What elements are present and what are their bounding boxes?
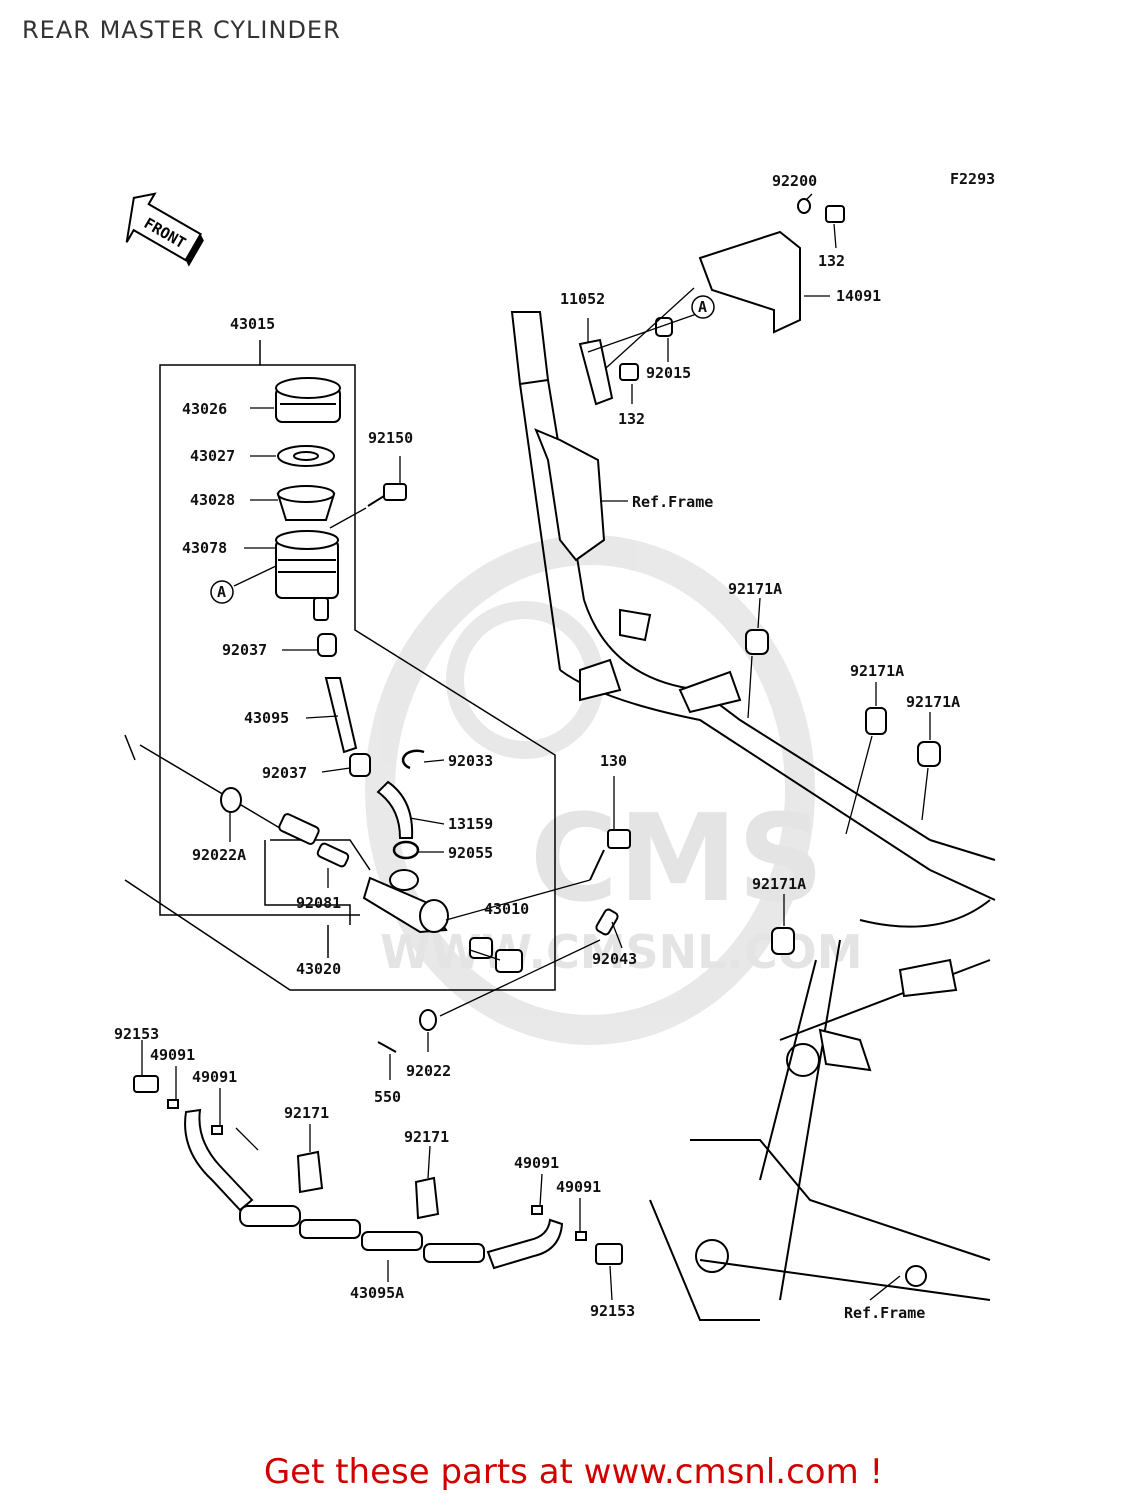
part-label: 49091: [556, 1178, 601, 1196]
page-title: REAR MASTER CYLINDER: [22, 16, 341, 44]
part-label: 43026: [182, 400, 227, 418]
bolt: [825, 205, 845, 223]
part-label: 43078: [182, 539, 227, 557]
clamp: [296, 629, 941, 1220]
part-label: 92022: [406, 1062, 451, 1080]
bolt: [589, 829, 631, 881]
part-label: 132: [618, 410, 645, 428]
part-label: 11052: [560, 290, 605, 308]
part-label: 43015: [230, 315, 275, 333]
o-ring: [392, 840, 420, 860]
callout-a-icon: A: [210, 580, 234, 604]
crush-washer: [167, 1099, 587, 1241]
part-label: 43020: [296, 960, 341, 978]
cover: [698, 230, 801, 334]
part-label: 92081: [296, 894, 341, 912]
part-label: 92171A: [850, 662, 904, 680]
part-label: 92043: [592, 950, 637, 968]
footer-link[interactable]: Get these parts at www.cmsnl.com !: [263, 1452, 884, 1492]
part-label: 92171: [284, 1104, 329, 1122]
diaphragm-plate: [277, 445, 335, 467]
bolt: [367, 483, 407, 507]
hose-clamp: [317, 633, 337, 657]
part-label: 43095: [244, 709, 289, 727]
reservoir-cap: [275, 377, 341, 423]
bracket: [578, 338, 614, 406]
circlip: [401, 749, 425, 770]
part-label: 49091: [514, 1154, 559, 1172]
part-label: 43027: [190, 447, 235, 465]
part-label: 92037: [222, 641, 267, 659]
part-label: 43095A: [350, 1284, 404, 1302]
part-label: 49091: [192, 1068, 237, 1086]
washer: [220, 787, 242, 813]
part-label: 92153: [114, 1025, 159, 1043]
piston-assembly: [278, 813, 350, 868]
part-label: 92022A: [192, 846, 246, 864]
part-label: 92015: [646, 364, 691, 382]
part-label: 92037: [262, 764, 307, 782]
reservoir-tank: [275, 530, 339, 621]
part-labels: 92200 132 14091 11052 92015 132 Ref.Fram…: [114, 172, 960, 1322]
collar: [655, 317, 673, 337]
part-label: 92171A: [752, 875, 806, 893]
push-rod: [469, 937, 523, 973]
master-cylinder-body: [362, 869, 449, 934]
ref-frame-label: Ref.Frame: [632, 493, 713, 511]
cotter-pin: [377, 1041, 397, 1053]
part-label: 14091: [836, 287, 881, 305]
callout-label: A: [698, 298, 707, 316]
part-label: 92055: [448, 844, 493, 862]
leader-lines: [141, 193, 931, 1301]
part-label: 92171: [404, 1128, 449, 1146]
hose-clamp: [349, 753, 371, 777]
part-label: 43028: [190, 491, 235, 509]
part-label: 43010: [484, 900, 529, 918]
front-arrow-icon: FRONT: [125, 192, 204, 267]
callout-a-icon: A: [691, 295, 715, 319]
washer: [419, 1009, 437, 1031]
part-label: 92171A: [728, 580, 782, 598]
brake-hose: [133, 1075, 623, 1270]
ref-frame-label: Ref.Frame: [844, 1304, 925, 1322]
washer: [797, 198, 811, 214]
part-label: 92033: [448, 752, 493, 770]
part-label: 92200: [772, 172, 817, 190]
part-label: 49091: [150, 1046, 195, 1064]
part-label: 92171A: [906, 693, 960, 711]
diaphragm: [276, 485, 336, 521]
part-label: 130: [600, 752, 627, 770]
watermark-brand: CMS: [530, 790, 824, 929]
part-label: 132: [818, 252, 845, 270]
bolt: [619, 363, 639, 381]
part-label: 92153: [590, 1302, 635, 1320]
part-label: 92150: [368, 429, 413, 447]
callout-label: A: [217, 583, 226, 601]
assembly-outline: [124, 340, 556, 991]
reservoir-hose: [324, 677, 358, 754]
part-label: 13159: [448, 815, 493, 833]
hose-joint: [376, 780, 414, 839]
part-label: 550: [374, 1088, 401, 1106]
figure-code: F2293: [950, 170, 995, 188]
frame: [510, 311, 996, 1321]
